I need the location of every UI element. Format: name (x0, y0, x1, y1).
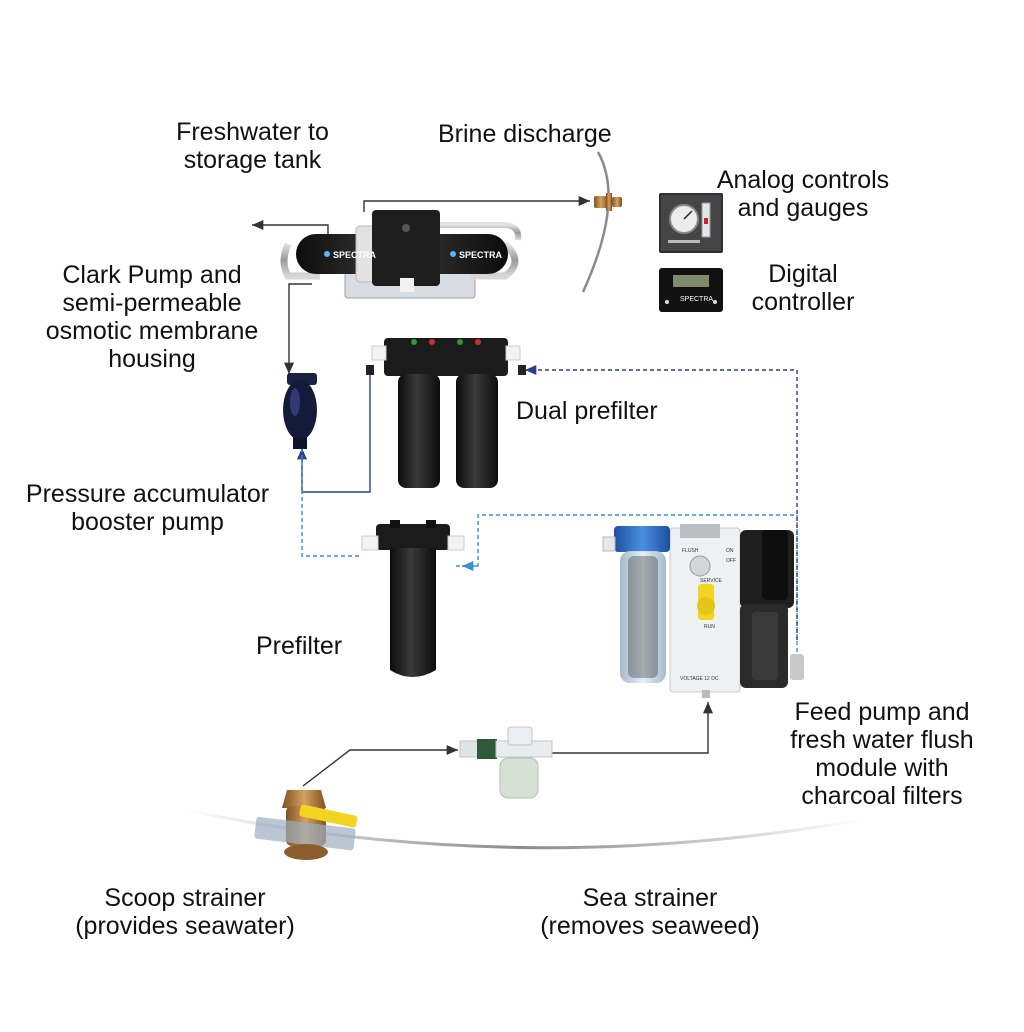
feed-pump-module: FLUSH ON OFF SERVICE RUN VOLTAGE 12 DC (602, 524, 804, 698)
svg-text:RUN: RUN (704, 624, 715, 630)
analog-panel (659, 193, 723, 253)
svg-text:OFF: OFF (726, 558, 736, 564)
label-prefilter: Prefilter (256, 632, 343, 660)
label-brine-discharge: Brine discharge (438, 120, 612, 148)
svg-text:SPECTRA: SPECTRA (680, 296, 713, 303)
svg-text:SPECTRA: SPECTRA (459, 250, 503, 260)
label-feed-pump: Feed pump and fresh water flush module w… (790, 698, 974, 810)
dual-prefilter (366, 338, 526, 488)
label-dual-prefilter: Dual prefilter (516, 397, 658, 425)
hull-curve-side (581, 151, 610, 293)
scoop-strainer (254, 790, 358, 860)
brine-fitting-icon (594, 193, 622, 211)
label-scoop-strainer: Scoop strainer (provides seawater) (75, 884, 295, 940)
svg-text:SERVICE: SERVICE (700, 578, 723, 584)
freshwater-out-line (251, 219, 329, 235)
strainer-to-feed-line (552, 702, 714, 754)
label-analog-controls: Analog controls and gauges (716, 166, 890, 222)
label-digital-controller: Digital controller (751, 260, 855, 316)
brine-line (363, 195, 590, 212)
sea-strainer (459, 726, 553, 799)
svg-text:ON: ON (726, 548, 734, 554)
svg-text:SPECTRA: SPECTRA (333, 250, 377, 260)
scoop-to-strainer-line (302, 744, 458, 787)
pressure-accumulator (283, 373, 317, 449)
single-prefilter (361, 520, 465, 677)
label-clark-pump: Clark Pump and semi-permeable osmotic me… (45, 261, 259, 373)
label-sea-strainer: Sea strainer (removes seaweed) (540, 884, 760, 940)
clark-pump-assembly: SPECTRA SPECTRA (280, 210, 522, 299)
prefilter-loop-line (301, 448, 362, 557)
digital-controller: SPECTRA (659, 268, 723, 312)
feed-to-dual-line (525, 364, 798, 640)
clark-to-accumulator-line (283, 283, 312, 374)
svg-text:VOLTAGE 12 DC: VOLTAGE 12 DC (680, 676, 719, 682)
label-freshwater: Freshwater to storage tank (176, 118, 329, 174)
svg-text:FLUSH: FLUSH (682, 548, 699, 554)
label-pressure-accumulator: Pressure accumulator booster pump (25, 480, 270, 536)
dual-to-accumulator-line (296, 370, 371, 493)
